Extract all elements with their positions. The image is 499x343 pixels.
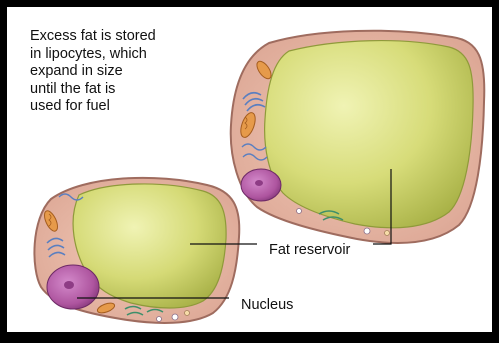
large-fat-droplet	[265, 41, 473, 228]
small-nucleus	[47, 265, 99, 309]
large-lipocyte	[231, 31, 485, 243]
caption-text: Excess fat is stored in lipocytes, which…	[30, 28, 240, 116]
small-lipocyte	[34, 178, 239, 323]
nucleus-label: Nucleus	[241, 297, 293, 313]
fat-reservoir-label: Fat reservoir	[269, 242, 350, 258]
large-nucleus	[241, 169, 281, 201]
